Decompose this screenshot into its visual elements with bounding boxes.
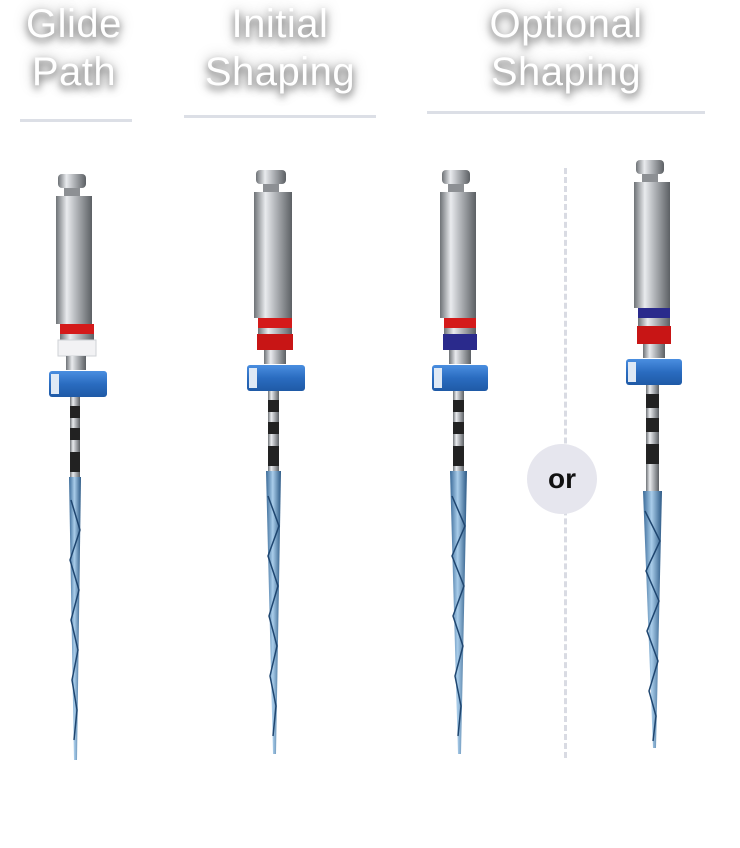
blade xyxy=(643,491,662,748)
handle-neck xyxy=(264,350,286,364)
handle-shaft xyxy=(440,192,476,318)
optional-shaping-file-2 xyxy=(626,160,682,748)
handle-cap xyxy=(442,170,470,184)
heading-line: Shaping xyxy=(204,50,356,94)
handle-gap xyxy=(444,328,476,334)
depth-mark xyxy=(268,446,279,466)
heading-line: Shaping xyxy=(490,50,642,94)
heading-initial-shaping: Initial Shaping xyxy=(184,0,376,96)
depth-mark xyxy=(453,446,464,466)
stopper-highlight xyxy=(249,368,257,388)
color-band-purple xyxy=(443,334,477,350)
handle-cap xyxy=(256,170,286,184)
color-band-red xyxy=(60,324,94,334)
blade-flutes xyxy=(451,495,466,737)
heading-line: Optional xyxy=(489,2,643,46)
color-band-red xyxy=(257,334,293,350)
color-band-red xyxy=(258,318,292,328)
depth-mark xyxy=(646,394,659,408)
color-band-red xyxy=(444,318,476,328)
rubber-stopper xyxy=(49,371,107,397)
handle-cap xyxy=(636,160,664,174)
shaft-depth-marks xyxy=(646,385,659,491)
or-separator: or xyxy=(527,444,597,514)
blade-flutes xyxy=(267,495,280,737)
initial-shaping-file xyxy=(247,170,305,754)
blade-flutes xyxy=(644,510,661,742)
handle-gap xyxy=(60,334,94,340)
handle-neck xyxy=(66,356,86,370)
heading-glide-path: Glide Path xyxy=(18,0,130,96)
color-band-white xyxy=(57,339,97,357)
handle-notch xyxy=(448,184,464,192)
blade xyxy=(266,471,281,754)
depth-mark xyxy=(646,444,659,464)
heading-underline xyxy=(427,111,705,114)
blade xyxy=(450,471,467,754)
depth-mark xyxy=(70,428,80,440)
depth-mark xyxy=(646,418,659,432)
blade-flutes xyxy=(69,499,81,741)
handle-shaft xyxy=(634,182,670,308)
stopper-highlight xyxy=(434,368,442,388)
handle-notch xyxy=(263,184,279,192)
heading-line: Initial xyxy=(231,2,329,46)
handle-shaft xyxy=(254,192,292,318)
color-band-purple xyxy=(638,308,670,318)
handle-gap xyxy=(638,318,670,326)
heading-underline xyxy=(184,115,376,118)
rubber-stopper xyxy=(432,365,488,391)
glide-path-file xyxy=(49,174,107,760)
depth-mark xyxy=(70,452,80,472)
depth-mark xyxy=(268,400,279,412)
handle-neck xyxy=(449,350,471,364)
handle-notch xyxy=(642,174,658,182)
depth-mark xyxy=(70,406,80,418)
handle-shaft xyxy=(56,196,92,324)
handle-neck xyxy=(643,344,665,358)
blade xyxy=(69,477,81,760)
heading-underline xyxy=(20,119,132,122)
color-band-red xyxy=(637,326,671,344)
optional-shaping-file-1 xyxy=(432,170,488,754)
stopper-highlight xyxy=(628,362,636,382)
heading-line: Path xyxy=(31,50,117,94)
handle-gap xyxy=(258,328,292,334)
heading-line: Glide xyxy=(26,2,122,46)
or-label: or xyxy=(548,463,576,494)
depth-mark xyxy=(268,422,279,434)
handle-cap xyxy=(58,174,86,188)
heading-optional-shaping: Optional Shaping xyxy=(427,0,705,96)
depth-mark xyxy=(453,400,464,412)
stopper-highlight xyxy=(51,374,59,394)
rubber-stopper xyxy=(626,359,682,385)
handle-notch xyxy=(64,188,80,196)
rubber-stopper xyxy=(247,365,305,391)
depth-mark xyxy=(453,422,464,434)
